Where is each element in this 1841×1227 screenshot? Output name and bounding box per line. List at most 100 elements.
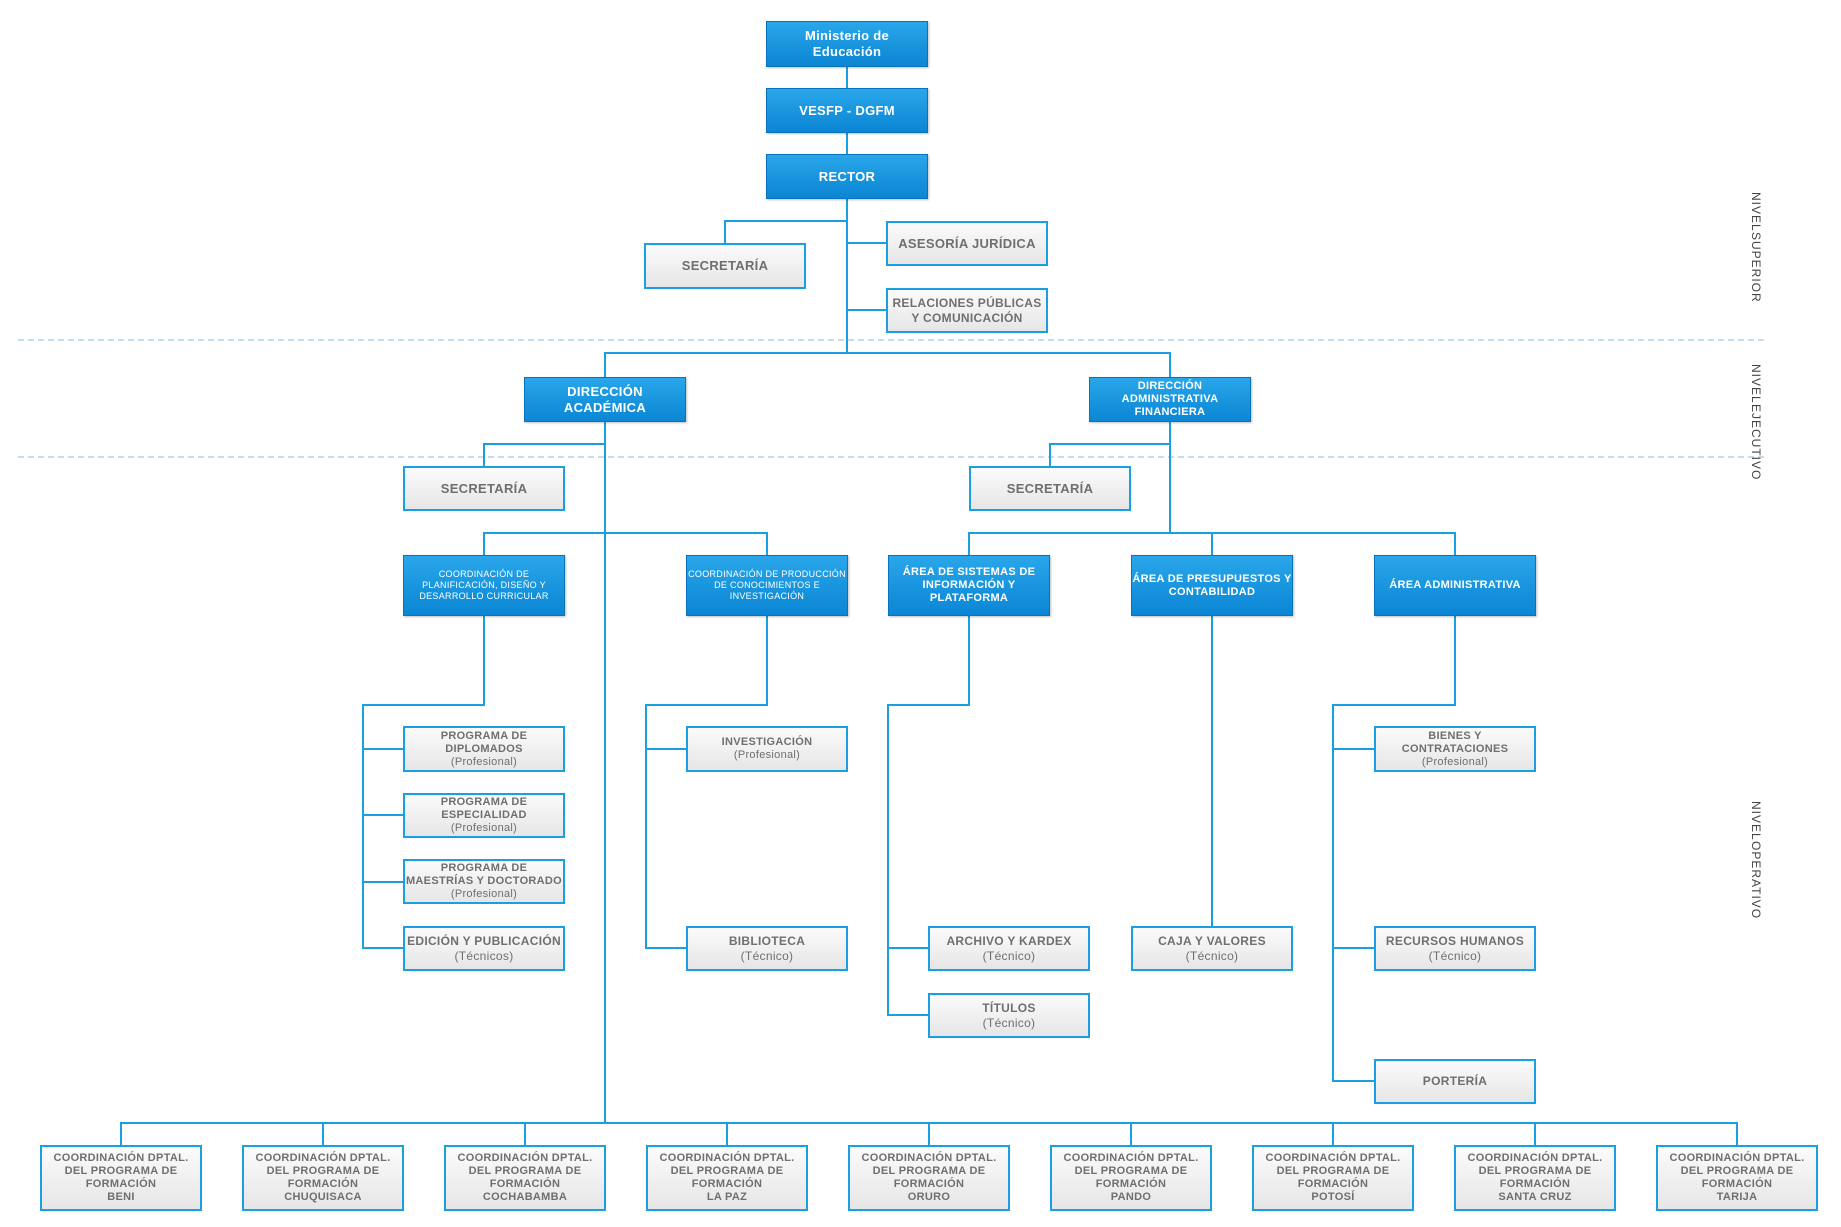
node-coord-planificacion[interactable]: COORDINACIÓN DE PLANIFICACIÓN, DISEÑO Y … xyxy=(403,555,565,616)
node-line: COORDINACIÓN DPTAL. xyxy=(1265,1152,1401,1164)
level-label-line: NIVEL xyxy=(1749,364,1763,405)
node-programa-especialidad[interactable]: PROGRAMA DE ESPECIALIDAD (Profesional) xyxy=(403,793,565,838)
node-line: PORTERÍA xyxy=(1422,1074,1488,1088)
node-line: DEL PROGRAMA DE xyxy=(266,1165,380,1177)
node-coord-cochabamba[interactable]: COORDINACIÓN DPTAL. DEL PROGRAMA DE FORM… xyxy=(444,1145,606,1211)
node-titulos[interactable]: TÍTULOS (Técnico) xyxy=(928,993,1090,1038)
node-line: COORDINACIÓN DPTAL. xyxy=(861,1152,997,1164)
node-direccion-academica[interactable]: DIRECCIÓN ACADÉMICA xyxy=(524,377,686,422)
node-coord-lapaz[interactable]: COORDINACIÓN DPTAL. DEL PROGRAMA DE FORM… xyxy=(646,1145,808,1211)
level-label-line: NIVEL xyxy=(1749,192,1763,232)
node-line: DE CONOCIMIENTOS E xyxy=(714,580,820,590)
node-line: COORDINACIÓN DPTAL. xyxy=(255,1152,391,1164)
node-line: INFORMACIÓN Y xyxy=(922,579,1016,591)
node-area-administrativa[interactable]: ÁREA ADMINISTRATIVA xyxy=(1374,555,1536,616)
node-line: INVESTIGACIÓN xyxy=(721,736,813,748)
node-line: CONTRATACIONES xyxy=(1401,742,1509,755)
node-line: ÁREA DE SISTEMAS DE xyxy=(902,566,1036,578)
node-line: COORDINACIÓN DPTAL. xyxy=(1669,1152,1805,1164)
node-line: ESPECIALIDAD xyxy=(441,809,527,821)
node-caja-valores[interactable]: CAJA Y VALORES (Técnico) xyxy=(1131,926,1293,971)
node-coord-santacruz[interactable]: COORDINACIÓN DPTAL. DEL PROGRAMA DE FORM… xyxy=(1454,1145,1616,1211)
level-label-line: EJECUTIVO xyxy=(1749,404,1763,481)
node-secretaria-academica[interactable]: SECRETARÍA xyxy=(403,466,565,511)
node-line: COORDINACIÓN DPTAL. xyxy=(457,1152,593,1164)
node-edicion-publicacion[interactable]: EDICIÓN Y PUBLICACIÓN (Técnicos) xyxy=(403,926,565,971)
node-line: (Técnico) xyxy=(982,1015,1036,1030)
level-label-superior: NIVEL SUPERIOR xyxy=(1723,192,1763,302)
node-line: VESFP - DGFM xyxy=(799,102,895,118)
node-line: ÁREA ADMINISTRATIVA xyxy=(1389,579,1521,591)
node-line: TÍTULOS xyxy=(982,1000,1036,1015)
node-ministerio[interactable]: Ministerio de Educación xyxy=(766,21,928,67)
node-line: (Profesional) xyxy=(733,749,801,761)
level-label-operativo: NIVEL OPERATIVO xyxy=(1723,801,1763,919)
node-line: PANDO xyxy=(1110,1191,1152,1203)
node-coord-beni[interactable]: COORDINACIÓN DPTAL. DEL PROGRAMA DE FORM… xyxy=(40,1145,202,1211)
node-line: (Profesional) xyxy=(450,755,518,768)
level-label-ejecutivo: NIVEL EJECUTIVO xyxy=(1723,364,1763,480)
node-bienes-contrataciones[interactable]: BIENES Y CONTRATACIONES (Profesional) xyxy=(1374,726,1536,772)
node-porteria[interactable]: PORTERÍA xyxy=(1374,1059,1536,1104)
node-line: Educación xyxy=(812,44,882,59)
node-biblioteca[interactable]: BIBLIOTECA (Técnico) xyxy=(686,926,848,971)
node-area-presupuestos[interactable]: ÁREA DE PRESUPUESTOS Y CONTABILIDAD xyxy=(1131,555,1293,616)
node-line: LA PAZ xyxy=(706,1191,748,1203)
node-line: DIPLOMADOS xyxy=(445,742,523,755)
node-line: BENI xyxy=(107,1191,135,1203)
node-coord-chuquisaca[interactable]: COORDINACIÓN DPTAL. DEL PROGRAMA DE FORM… xyxy=(242,1145,404,1211)
node-relaciones-publicas[interactable]: RELACIONES PÚBLICAS Y COMUNICACIÓN xyxy=(886,288,1048,333)
node-rector[interactable]: RECTOR xyxy=(766,154,928,199)
node-line: FORMACIÓN xyxy=(287,1178,359,1190)
node-line: DEL PROGRAMA DE xyxy=(670,1165,784,1177)
node-line: COCHABAMBA xyxy=(482,1191,568,1203)
node-line: COORDINACIÓN DPTAL. xyxy=(53,1152,189,1164)
node-investigacion[interactable]: INVESTIGACIÓN (Profesional) xyxy=(686,726,848,772)
node-line: (Técnico) xyxy=(982,948,1036,963)
node-line: Ministerio de xyxy=(804,28,890,43)
node-line: (Técnicos) xyxy=(454,948,514,963)
node-line: PLANIFICACIÓN, DISEÑO Y xyxy=(422,580,546,590)
node-line: BIENES Y xyxy=(1428,729,1482,742)
node-direccion-administrativa[interactable]: DIRECCIÓN ADMINISTRATIVA FINANCIERA xyxy=(1089,377,1251,422)
node-coord-tarija[interactable]: COORDINACIÓN DPTAL. DEL PROGRAMA DE FORM… xyxy=(1656,1145,1818,1211)
node-coord-pando[interactable]: COORDINACIÓN DPTAL. DEL PROGRAMA DE FORM… xyxy=(1050,1145,1212,1211)
level-label-line: NIVEL xyxy=(1749,801,1763,841)
node-line: CONTABILIDAD xyxy=(1168,585,1256,598)
node-asesoria-juridica[interactable]: ASESORÍA JURÍDICA xyxy=(886,221,1048,266)
node-programa-maestrias[interactable]: PROGRAMA DE MAESTRÍAS Y DOCTORADO (Profe… xyxy=(403,859,565,904)
node-recursos-humanos[interactable]: RECURSOS HUMANOS (Técnico) xyxy=(1374,926,1536,971)
node-line: TARIJA xyxy=(1716,1191,1758,1203)
node-archivo-kardex[interactable]: ARCHIVO Y KARDEX (Técnico) xyxy=(928,926,1090,971)
node-line: POTOSÍ xyxy=(1311,1191,1355,1203)
node-line: FINANCIERA xyxy=(1134,406,1206,418)
node-line: DESARROLLO CURRICULAR xyxy=(419,591,549,601)
node-line: ARCHIVO Y KARDEX xyxy=(946,933,1072,948)
node-line: DIRECCIÓN xyxy=(567,383,643,399)
node-line: FORMACIÓN xyxy=(1499,1178,1571,1190)
node-secretaria-rector[interactable]: SECRETARÍA xyxy=(644,243,806,289)
node-coord-produccion[interactable]: COORDINACIÓN DE PRODUCCIÓN DE CONOCIMIEN… xyxy=(686,555,848,616)
node-coord-potosi[interactable]: COORDINACIÓN DPTAL. DEL PROGRAMA DE FORM… xyxy=(1252,1145,1414,1211)
node-coord-oruro[interactable]: COORDINACIÓN DPTAL. DEL PROGRAMA DE FORM… xyxy=(848,1145,1010,1211)
node-line: CAJA Y VALORES xyxy=(1158,933,1266,948)
node-line: (Técnico) xyxy=(1185,948,1239,963)
node-line: FORMACIÓN xyxy=(489,1178,561,1190)
node-line: FORMACIÓN xyxy=(691,1178,763,1190)
node-line: ÁREA DE PRESUPUESTOS Y xyxy=(1132,572,1292,585)
node-programa-diplomados[interactable]: PROGRAMA DE DIPLOMADOS (Profesional) xyxy=(403,726,565,772)
node-secretaria-administrativa[interactable]: SECRETARÍA xyxy=(969,466,1131,511)
node-line: FORMACIÓN xyxy=(1297,1178,1369,1190)
node-line: ASESORÍA JURÍDICA xyxy=(898,235,1036,251)
node-line: DEL PROGRAMA DE xyxy=(64,1165,178,1177)
node-line: RECTOR xyxy=(818,168,876,184)
node-line: BIBLIOTECA xyxy=(728,933,806,948)
node-area-sistemas[interactable]: ÁREA DE SISTEMAS DE INFORMACIÓN Y PLATAF… xyxy=(888,555,1050,616)
node-line: (Profesional) xyxy=(450,822,518,834)
node-line: SANTA CRUZ xyxy=(1498,1191,1572,1203)
node-vesfp-dgfm[interactable]: VESFP - DGFM xyxy=(766,88,928,133)
node-line: SECRETARÍA xyxy=(1006,480,1094,496)
node-line: Y COMUNICACIÓN xyxy=(911,310,1023,325)
node-line: FORMACIÓN xyxy=(893,1178,965,1190)
node-line: COORDINACIÓN DPTAL. xyxy=(659,1152,795,1164)
